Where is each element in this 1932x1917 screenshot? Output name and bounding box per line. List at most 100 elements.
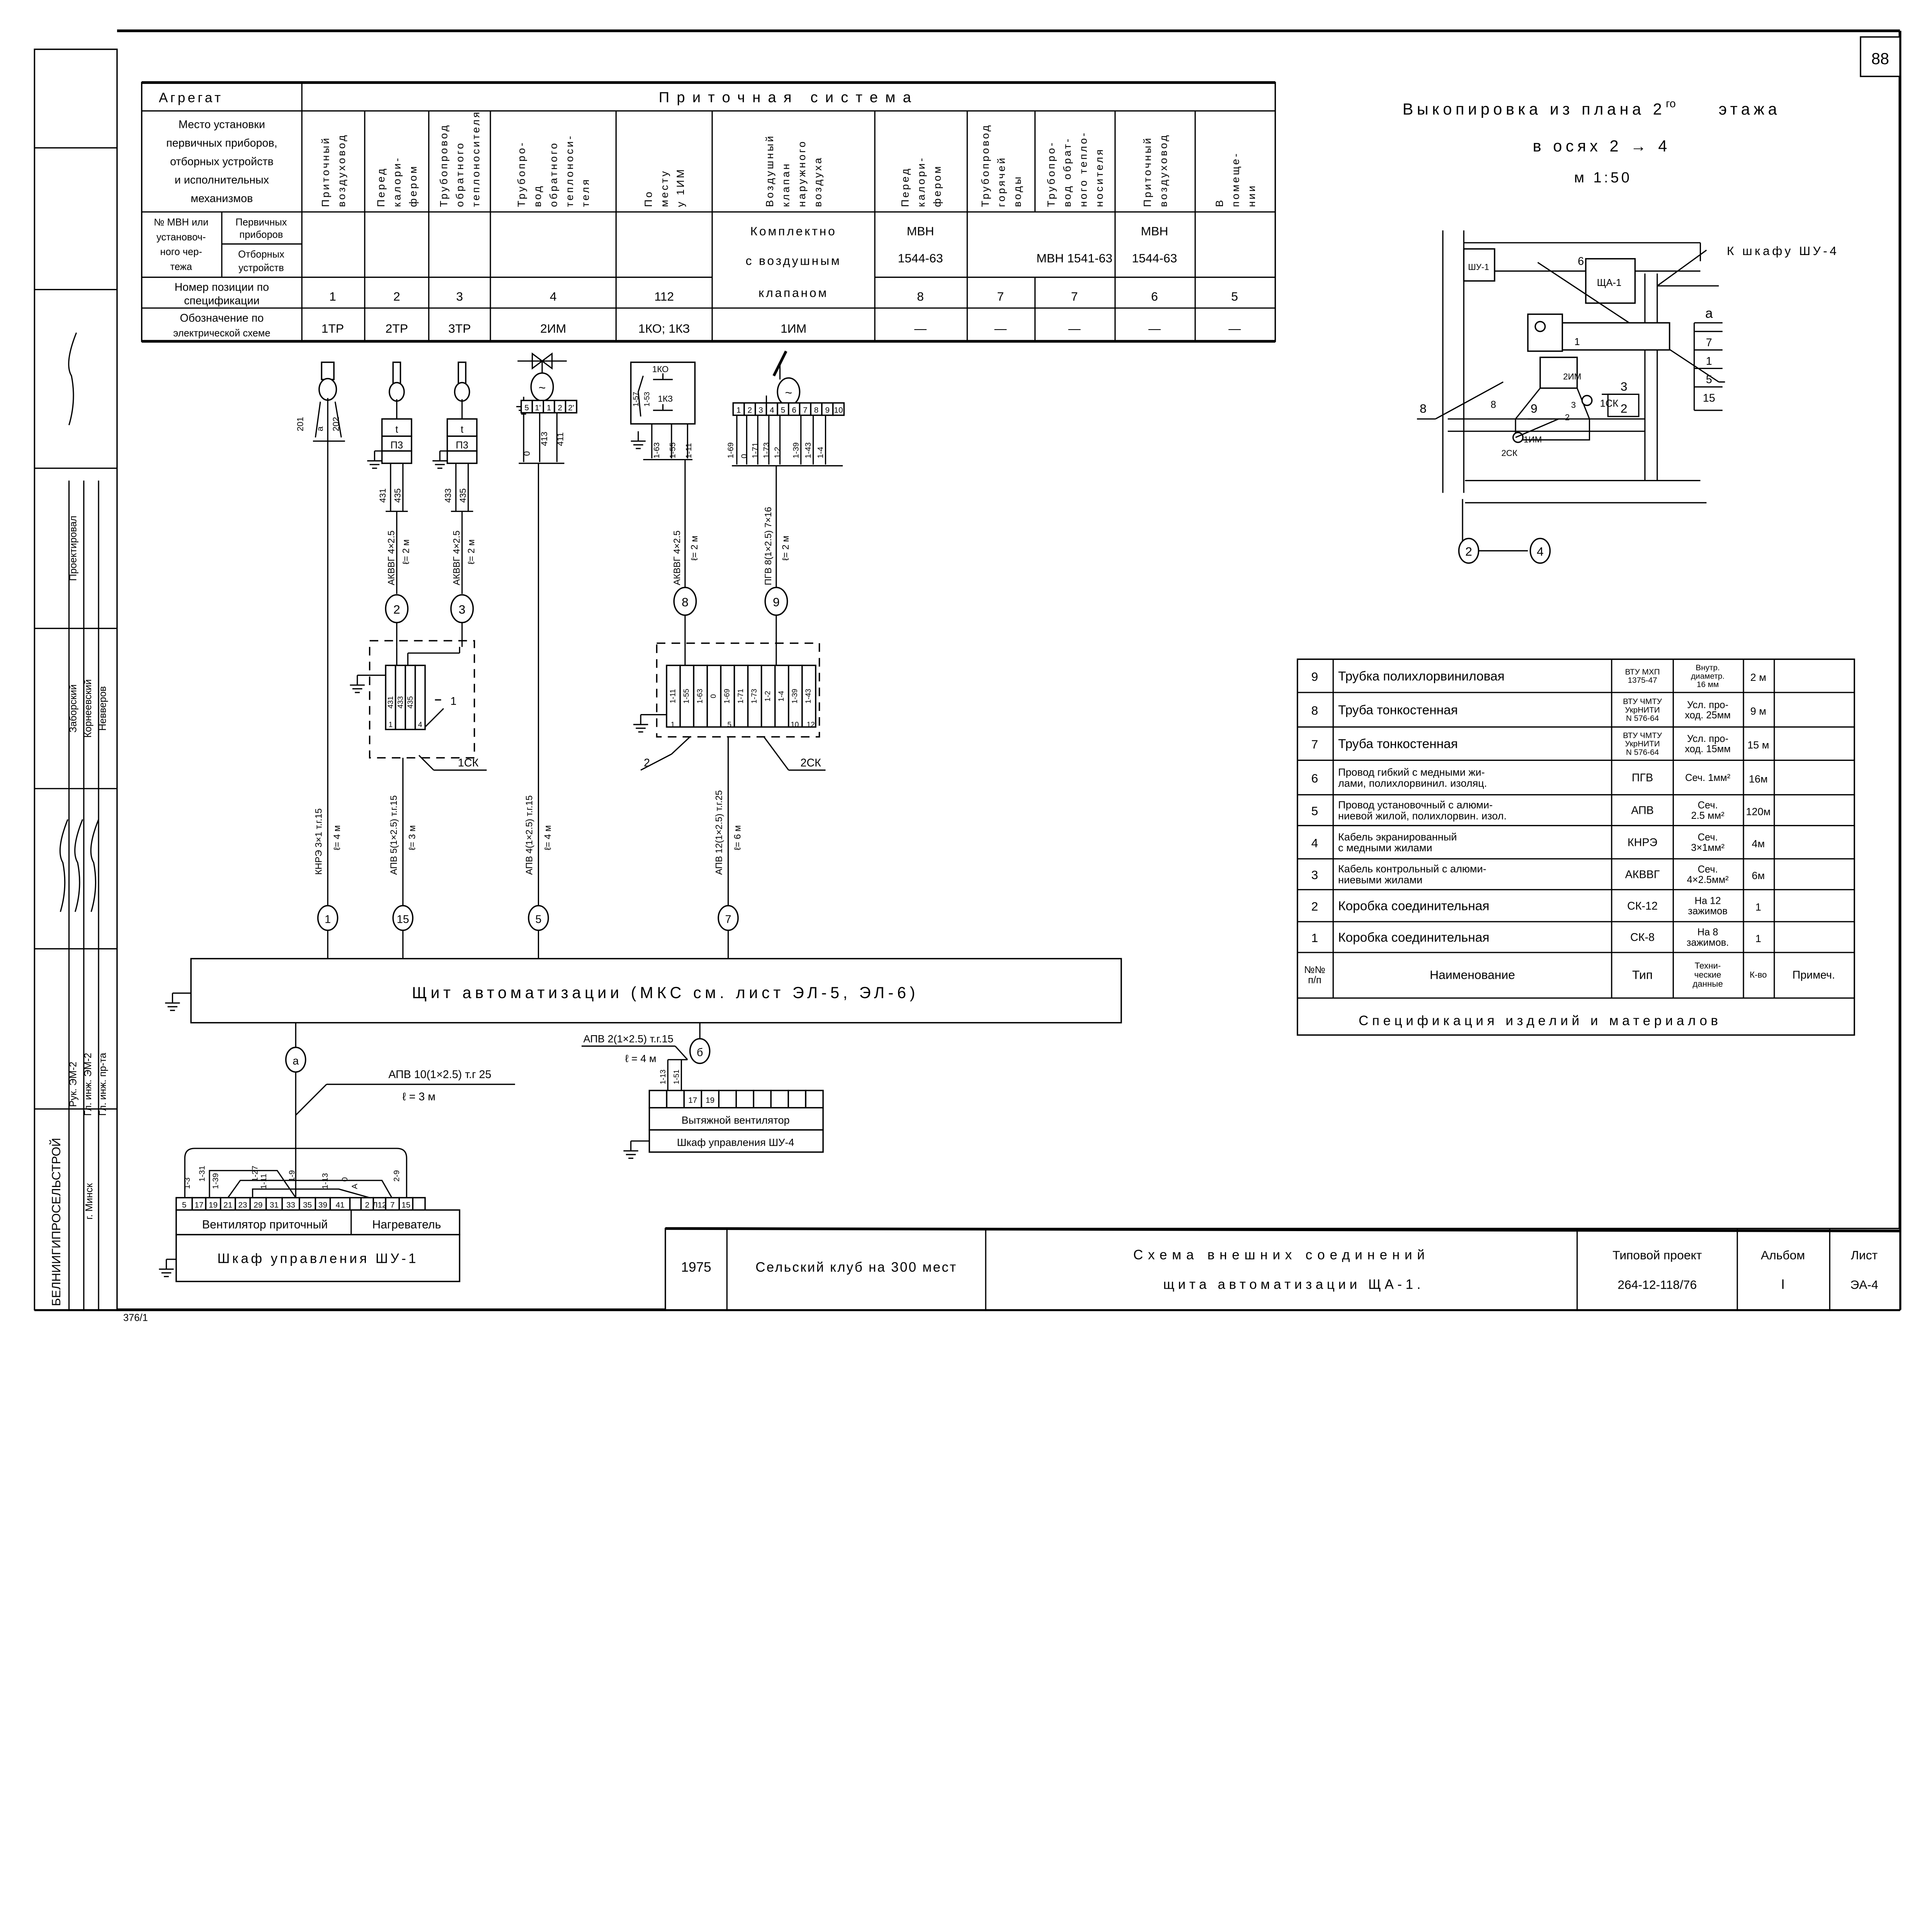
- terminal-label: 5: [727, 721, 731, 729]
- terminal-label: 29: [254, 1201, 263, 1209]
- line: [424, 708, 444, 728]
- mvn-label: установоч-: [156, 232, 206, 243]
- wire-label: 201: [295, 417, 305, 431]
- terminal-label: 1-4: [777, 691, 786, 701]
- terminal-label: 21: [223, 1201, 232, 1209]
- designation-value: 2ИМ: [540, 321, 566, 335]
- line: [1435, 381, 1504, 420]
- line: [295, 1084, 327, 1116]
- box-leader-label: 2: [644, 757, 650, 769]
- signature-icon: [68, 332, 77, 425]
- stamp-role: Рук. ЭМ-2: [68, 1061, 79, 1107]
- wire-label: 1-43: [804, 442, 813, 458]
- column-header: обратного: [454, 141, 466, 207]
- place-label: и исполнительных: [175, 174, 269, 186]
- spec-header: Техни-: [1695, 961, 1721, 971]
- column-header: Перед: [899, 167, 911, 207]
- stamp-role: Гл. инж. ЭМ-2: [83, 1053, 94, 1116]
- terminal-label: 1: [736, 406, 741, 415]
- spec-tech: 2.5 мм²: [1691, 810, 1725, 821]
- terminal-cell: [666, 1090, 685, 1109]
- spec-quantity: 1: [1755, 932, 1761, 944]
- spec-tech: На 8: [1697, 927, 1718, 938]
- wire-label: 1-69: [726, 442, 735, 458]
- terminal-label: 9: [825, 406, 830, 415]
- plan-label: 2: [1565, 412, 1570, 422]
- terminal-label: 1-69: [723, 689, 731, 704]
- spec-type: 1375-47: [1628, 676, 1657, 685]
- spec-header: п/п: [1308, 975, 1321, 986]
- album-label: Альбом: [1761, 1248, 1805, 1262]
- spec-number: 3: [1311, 868, 1318, 882]
- wire-label: 0: [740, 454, 748, 459]
- column-header: носителя: [1093, 148, 1105, 207]
- project-year: 1975: [681, 1260, 711, 1275]
- wire-label: 1-11: [684, 443, 693, 458]
- terminal-label: 2': [568, 403, 574, 412]
- designation-label: электрической схеме: [173, 328, 270, 339]
- designation-value: —: [994, 321, 1007, 335]
- primary-devices-label: приборов: [240, 229, 283, 240]
- column-header: теплоносителя: [469, 110, 481, 207]
- column-header: вод обрат-: [1061, 137, 1073, 207]
- position-number: 3: [456, 289, 463, 303]
- system-name: Приточная система: [659, 89, 918, 106]
- stamp-organization: БЕЛНИИГИПРОСЕЛЬСТРОЙ: [49, 1138, 63, 1306]
- drawing-title: Схема внешних соединений: [1133, 1247, 1430, 1262]
- plan-label: 2ИМ: [1563, 372, 1581, 381]
- cable-marker-label: 1: [325, 913, 331, 925]
- motor-icon: [1534, 321, 1546, 332]
- column-header: калори-: [915, 156, 927, 207]
- transducer-label: П3: [456, 440, 469, 451]
- plan-leader: 2: [1621, 401, 1628, 415]
- spec-number: 4: [1311, 836, 1318, 850]
- transducer-symbol: t: [461, 424, 463, 435]
- riser-cable-label: АПВ 4(1×2.5) т.г.15: [524, 795, 535, 875]
- column-header: ного тепло-: [1077, 131, 1089, 207]
- terminal-label: 4: [418, 721, 422, 729]
- cabinet-label: Шкаф управления ШУ-4: [677, 1136, 794, 1148]
- column-header: у 1ИМ: [674, 168, 686, 207]
- terminal-label: 10: [791, 721, 799, 729]
- cable-marker-label: 9: [773, 595, 780, 609]
- cable-marker-label: 8: [682, 595, 689, 609]
- terminal-label: 17: [688, 1096, 697, 1105]
- line: [1656, 250, 1707, 287]
- column-header: фером: [931, 165, 943, 207]
- spec-name: Коробка соединительная: [1338, 899, 1489, 913]
- spec-name: Трубка полихлорвиниловая: [1338, 669, 1505, 684]
- title-block: [665, 1228, 1901, 1311]
- terminal-label: 7: [390, 1201, 395, 1209]
- plan-stack-label: 7: [1706, 337, 1712, 349]
- thermometer-bulb-icon: [388, 382, 405, 402]
- column-header: воды: [1011, 175, 1023, 207]
- plan-leader: 8: [1420, 401, 1427, 415]
- riser-length-label: ℓ= 4 м: [332, 825, 342, 850]
- spec-type: АПВ: [1631, 805, 1654, 817]
- spec-type: СК-8: [1630, 931, 1655, 944]
- plan-equipment: [1527, 313, 1563, 352]
- spec-number: 2: [1311, 899, 1318, 913]
- terminal-label: 1-2: [764, 691, 772, 702]
- wire-label: 435: [458, 488, 468, 503]
- cable-marker-label: 3: [459, 602, 466, 616]
- plan-label: К шкафу ШУ-4: [1727, 244, 1839, 258]
- cable-marker-label: а: [293, 1055, 299, 1067]
- ground-icon: [623, 1141, 638, 1159]
- designation-value: 1ТР: [321, 321, 344, 335]
- wire-label: 1-27: [250, 1166, 259, 1182]
- spec-header: ческие: [1694, 970, 1721, 980]
- automation-panel: [190, 958, 1122, 1024]
- designation-value: —: [1228, 321, 1241, 335]
- wire-label: 1-4: [816, 447, 825, 458]
- terminal-label: 19: [209, 1201, 218, 1209]
- cable-label: ℓ= 2 м: [689, 536, 700, 561]
- spec-tech: Сеч. 1мм²: [1685, 772, 1730, 783]
- position-number: 8: [917, 289, 924, 303]
- cable-marker-label: б: [697, 1046, 703, 1059]
- terminal-label: 1-63: [696, 689, 704, 704]
- plan-leader-box: [1607, 393, 1639, 417]
- cable-label: АКВВГ 4×2.5: [451, 531, 462, 585]
- plan-label: 1: [1575, 337, 1580, 347]
- terminal-label: 7: [803, 406, 808, 415]
